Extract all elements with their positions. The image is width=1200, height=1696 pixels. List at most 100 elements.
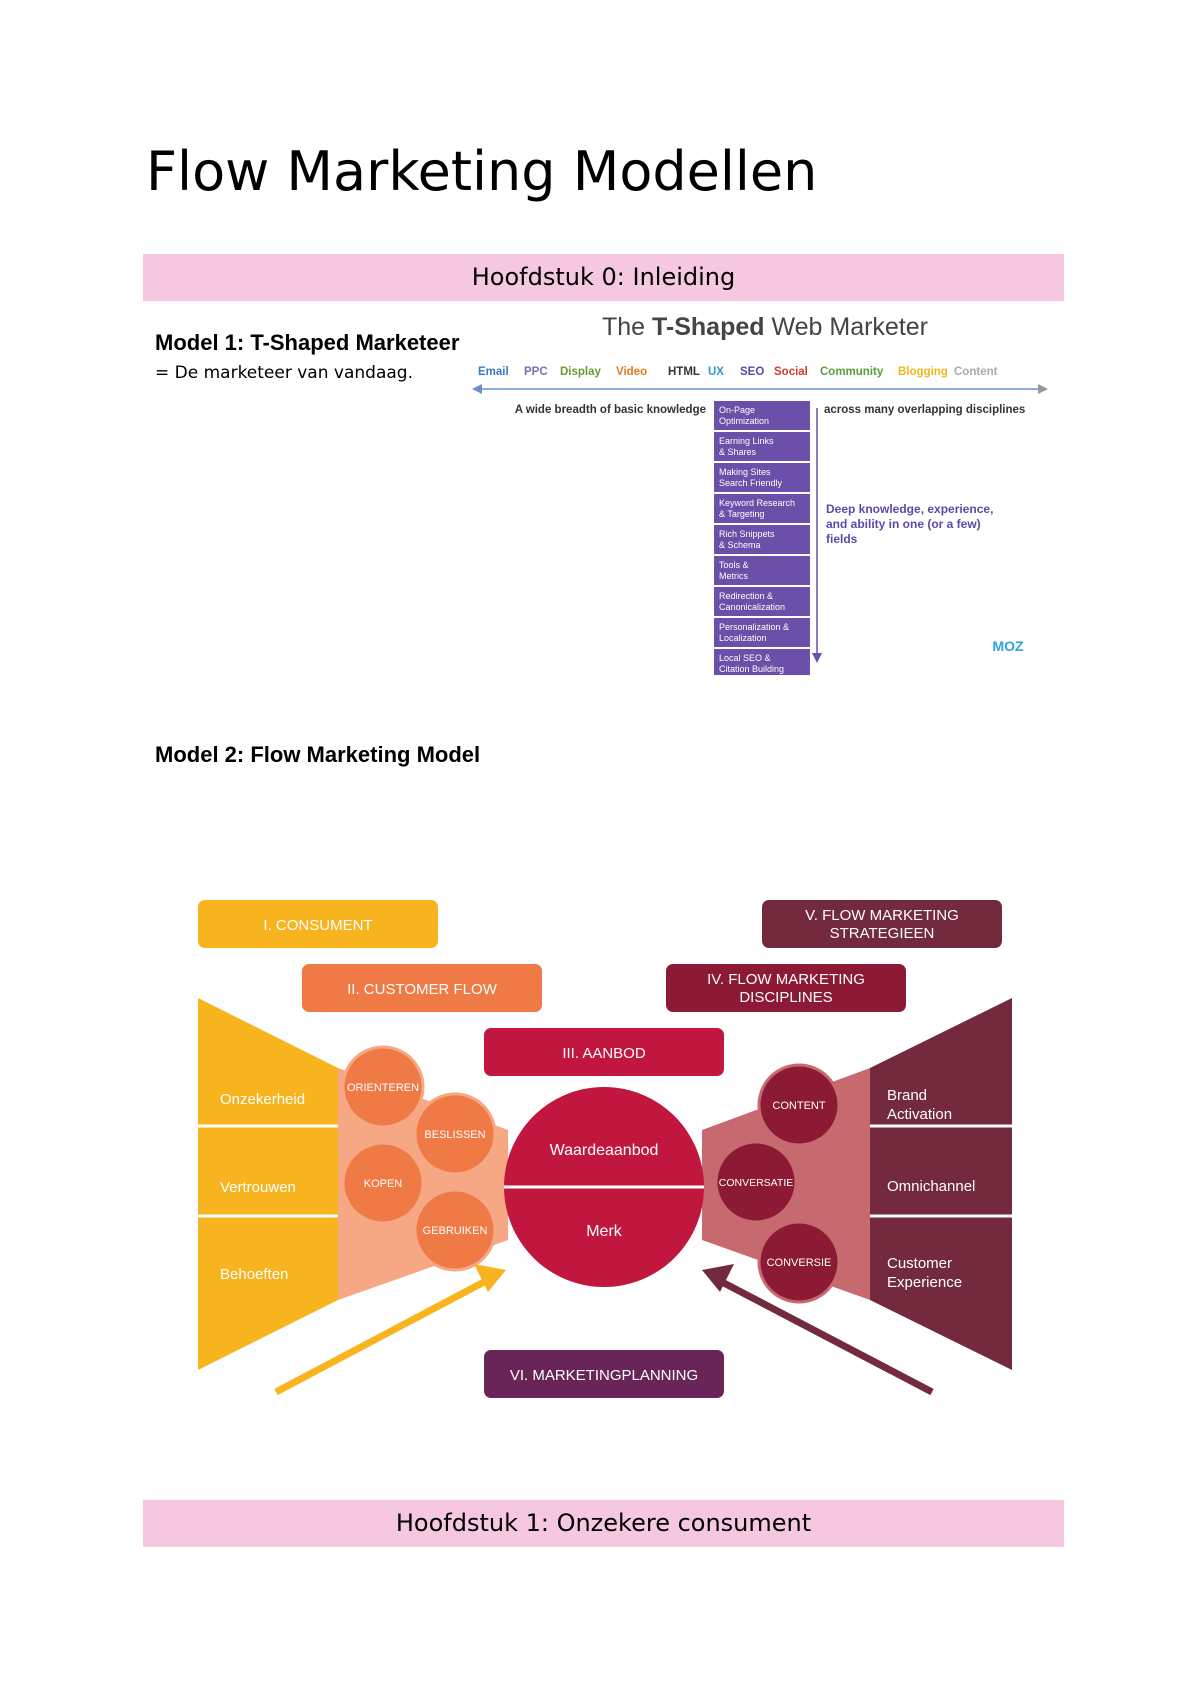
planning-arrow-left: [274, 1278, 486, 1396]
skill-label-ux: UX: [708, 366, 724, 378]
disciplines-label: DISCIPLINES: [739, 989, 832, 1006]
depth-bar: [714, 525, 810, 554]
t-shape-title: The T-Shaped Web Marketer: [602, 313, 928, 341]
skill-label-ppc: PPC: [524, 366, 548, 378]
phase-label: GEBRUIKEN: [423, 1225, 488, 1237]
model1-heading: Model 1: T-Shaped Marketeer: [155, 330, 460, 355]
skill-label-email: Email: [478, 366, 509, 378]
breadth-arrow-right-head: [1038, 384, 1048, 394]
skill-label-html: HTML: [668, 366, 700, 378]
depth-description-line: Deep knowledge, experience,: [826, 502, 993, 516]
consument-row-label: Onzekerheid: [220, 1091, 305, 1108]
depth-bar-label: On-Page: [719, 405, 755, 415]
depth-bar-label: Rich Snippets: [719, 529, 775, 539]
skill-label-community: Community: [820, 366, 884, 378]
moz-logo: MOZ: [992, 638, 1024, 654]
depth-bar-label: Tools &: [719, 560, 749, 570]
phase-circle: [413, 1092, 497, 1176]
depth-bar: [714, 587, 810, 616]
depth-bar-label: & Shares: [719, 447, 757, 457]
strategie-row-label: Activation: [887, 1106, 952, 1123]
depth-bar-label: Canonicalization: [719, 602, 785, 612]
consument-row-label: Behoeften: [220, 1266, 288, 1283]
skill-label-display: Display: [560, 366, 602, 378]
discipline-label: CONTENT: [772, 1100, 825, 1112]
discipline-circle: [757, 1063, 841, 1147]
planning-arrow-right-head: [702, 1264, 734, 1292]
depth-bar-label: Metrics: [719, 571, 748, 581]
merk-label: Merk: [586, 1223, 623, 1240]
depth-bar: [714, 432, 810, 461]
discipline-circle: [714, 1140, 798, 1224]
model2-heading: Model 2: Flow Marketing Model: [155, 742, 481, 767]
consument-row-label: Vertrouwen: [220, 1179, 296, 1196]
depth-bar-label: Localization: [719, 633, 767, 643]
depth-bar-label: Optimization: [719, 416, 769, 426]
chapter-heading-0: Hoofdstuk 0: Inleiding: [143, 254, 1064, 301]
planning-arrow-left-head: [474, 1264, 506, 1292]
strategie-row-label: Experience: [887, 1274, 962, 1291]
depth-bar: [714, 401, 810, 430]
depth-bar: [714, 494, 810, 523]
skill-label-content: Content: [954, 366, 998, 378]
depth-bar-label: Personalization &: [719, 622, 789, 632]
customer-flow-pill: [302, 964, 542, 1012]
discipline-label: CONVERSIE: [767, 1257, 832, 1269]
model1-description: = De marketeer van vandaag.: [155, 363, 413, 383]
depth-arrow-head: [812, 653, 822, 663]
consument-pill: [198, 900, 438, 948]
phase-label: KOPEN: [364, 1178, 403, 1190]
skill-label-blogging: Blogging: [898, 366, 948, 378]
breadth-arrow-left-head: [472, 384, 482, 394]
depth-bar: [714, 649, 810, 675]
marketingplanning-label: VI. MARKETINGPLANNING: [510, 1367, 698, 1384]
phase-circle: [341, 1045, 425, 1129]
depth-bar: [714, 463, 810, 492]
consument-label: I. CONSUMENT: [263, 917, 372, 934]
breadth-left-text: A wide breadth of basic knowledge: [515, 404, 706, 416]
depth-bar-label: Search Friendly: [719, 478, 783, 488]
depth-description-line: and ability in one (or a few): [826, 517, 981, 531]
phase-circle: [413, 1188, 497, 1272]
skill-label-social: Social: [774, 366, 808, 378]
disciplines-label: IV. FLOW MARKETING: [707, 971, 865, 988]
skill-label-video: Video: [616, 366, 647, 378]
skill-label-seo: SEO: [740, 366, 764, 378]
chapter-heading-1: Hoofdstuk 1: Onzekere consument: [143, 1500, 1064, 1547]
customer-flow-label: II. CUSTOMER FLOW: [347, 981, 498, 998]
page-title: Flow Marketing Modellen: [146, 140, 818, 203]
strategie-funnel: [870, 998, 1012, 1370]
strategie-row-label: Customer: [887, 1255, 952, 1272]
depth-bar-label: Making Sites: [719, 467, 771, 477]
strategie-row-label: Brand: [887, 1087, 927, 1104]
depth-bar-label: Earning Links: [719, 436, 774, 446]
depth-bar-label: Redirection &: [719, 591, 773, 601]
planning-arrow-right: [720, 1278, 934, 1396]
depth-description: Deep knowledge, experience,and ability i…: [826, 502, 993, 546]
discipline-label: CONVERSATIE: [719, 1177, 793, 1189]
strategieen-label: STRATEGIEEN: [830, 925, 935, 942]
depth-bar-label: Local SEO &: [719, 653, 771, 663]
strategieen-label: V. FLOW MARKETING: [805, 907, 959, 924]
marketingplanning-pill: [484, 1350, 724, 1398]
aanbod-label: III. AANBOD: [562, 1045, 646, 1062]
disciplines-pill: [666, 964, 906, 1012]
depth-bar-label: & Targeting: [719, 509, 764, 519]
strategieen-pill: [762, 900, 1002, 948]
aanbod-pill: [484, 1028, 724, 1076]
depth-description-line: fields: [826, 532, 858, 546]
breadth-right-text: across many overlapping disciplines: [824, 404, 1025, 416]
depth-bar-label: & Schema: [719, 540, 761, 550]
discipline-circle: [757, 1220, 841, 1304]
phase-circle: [341, 1141, 425, 1225]
t-shaped-marketer-figure: The T-Shaped Web Marketer Email PPC Displa…: [472, 313, 1048, 675]
depth-bar: [714, 618, 810, 647]
flow-marketing-diagram: I. CONSUMENT II. CUSTOMER FLOW III. AANB…: [198, 900, 1012, 1398]
strategie-row-label: Omnichannel: [887, 1178, 975, 1195]
depth-bar: [714, 556, 810, 585]
consument-funnel: [198, 998, 338, 1370]
phase-label: ORIENTEREN: [347, 1082, 419, 1094]
skill-labels: Email PPC Display Video HTML UX SEO Social Commu…: [478, 366, 998, 378]
waardeaanbod-label: Waardeaanbod: [550, 1142, 659, 1159]
